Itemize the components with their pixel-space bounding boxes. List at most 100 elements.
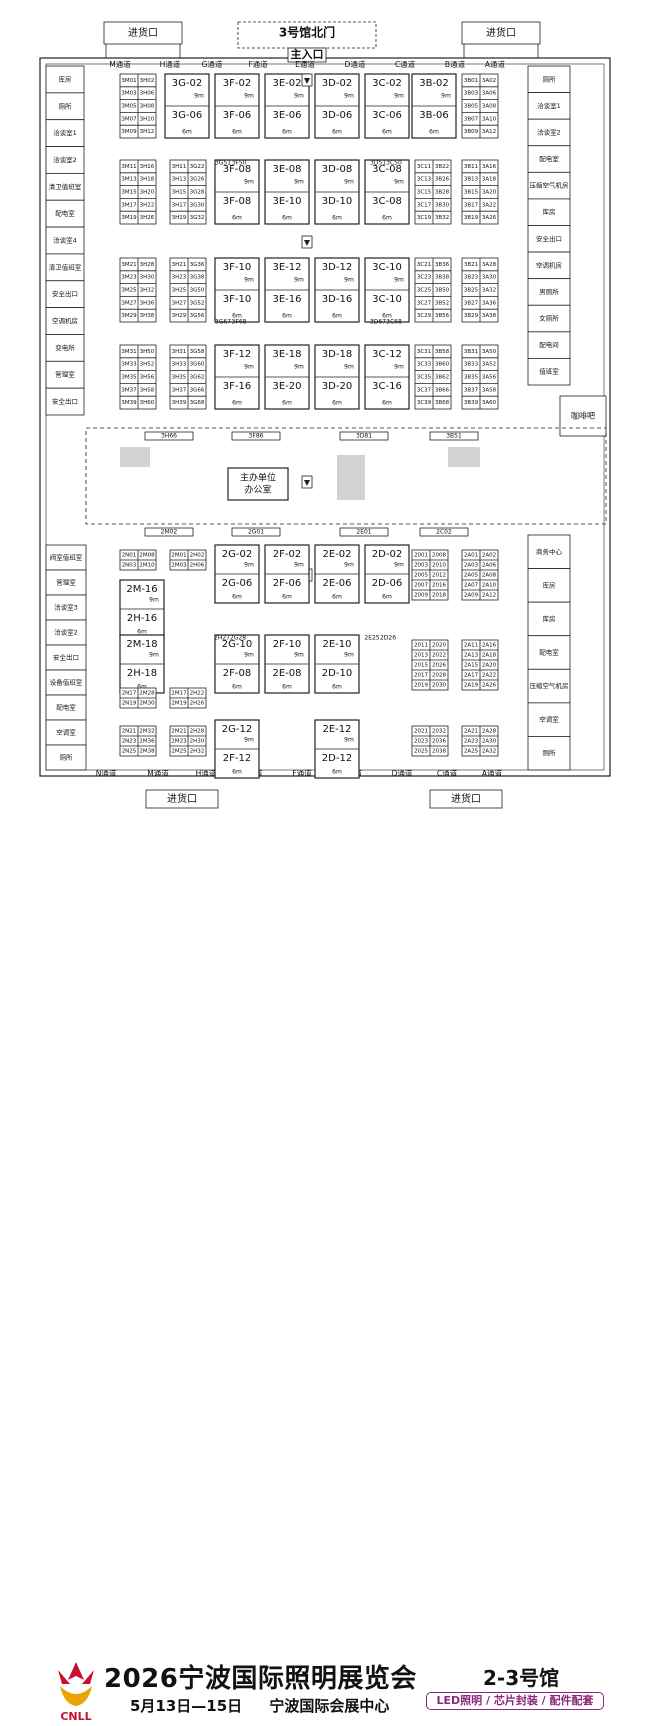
left-room bbox=[45, 334, 85, 362]
booth-code: 3H36 bbox=[140, 300, 155, 306]
block-code: 3D-02 bbox=[322, 78, 352, 89]
right-room bbox=[527, 171, 571, 200]
right-room bbox=[527, 568, 571, 603]
booth-code: 2M38 bbox=[139, 749, 155, 755]
booth-code: 2M17 bbox=[171, 691, 187, 697]
event-title: 2026宁波国际照明展览会 bbox=[104, 1664, 417, 1694]
block-code: 2M-16 bbox=[126, 584, 157, 595]
block-code: 3E-18 bbox=[272, 349, 301, 360]
booth-code: 3H60 bbox=[140, 400, 155, 406]
booth-code: 3A36 bbox=[482, 300, 497, 306]
block-code: 2G-02 bbox=[222, 549, 252, 560]
corridor-label-bottom: M通道 bbox=[147, 768, 169, 778]
center-booth bbox=[144, 527, 194, 537]
booth-code: 2A06 bbox=[482, 563, 497, 569]
booth-code: 3C17 bbox=[417, 202, 432, 208]
dimension-label: 9m bbox=[294, 652, 304, 659]
booth-code: 2A23 bbox=[464, 739, 479, 745]
dimension-label: 6m bbox=[282, 313, 292, 320]
right-room-label: 洽谈室2 bbox=[537, 127, 561, 136]
booth-code: 3B11 bbox=[464, 164, 478, 170]
dimension-label: 9m bbox=[394, 179, 404, 186]
booth-code: 3C27 bbox=[417, 300, 432, 306]
dimension-label: 9m bbox=[244, 652, 254, 659]
block-code: 3D-08 bbox=[322, 164, 352, 175]
right-room-label: 空调室 bbox=[539, 715, 559, 724]
booth-code: 3A28 bbox=[482, 262, 497, 268]
booth-code: 3M15 bbox=[121, 190, 137, 196]
booth-code: 3B09 bbox=[464, 129, 479, 135]
booth-code: 3B56 bbox=[435, 313, 450, 319]
block-code: 3F-08 bbox=[223, 196, 251, 207]
right-room-label: 商务中心 bbox=[536, 547, 563, 556]
dimension-label: 9m bbox=[244, 562, 254, 569]
logo-text: CNLL bbox=[60, 1710, 91, 1723]
left-room-label: 厕所 bbox=[60, 753, 74, 762]
booth-code: 2038 bbox=[432, 749, 446, 755]
right-room-label: 厕所 bbox=[543, 748, 557, 757]
booth-code: 2M30 bbox=[139, 701, 155, 707]
loading-dock-label: 进货口 bbox=[167, 792, 197, 805]
booth-code: 2011 bbox=[414, 643, 428, 649]
center-booth bbox=[231, 431, 281, 441]
booth-code: 3M31 bbox=[121, 349, 136, 355]
left-room-label: 洽谈室3 bbox=[54, 603, 78, 612]
left-room bbox=[45, 594, 87, 621]
booth-code: 3H11 bbox=[172, 164, 187, 170]
booth-code: 3C11 bbox=[417, 164, 431, 170]
booth-code: 3A08 bbox=[482, 104, 497, 110]
dimension-label: 6m bbox=[382, 313, 392, 320]
dimension-label: 9m bbox=[294, 364, 304, 371]
right-room-label: 库房 bbox=[543, 580, 556, 589]
pair-tag: 3C50 bbox=[386, 160, 402, 167]
cnll-logo: CNLL bbox=[58, 1662, 94, 1723]
right-room bbox=[527, 304, 571, 333]
right-room bbox=[527, 358, 571, 386]
block-code: 3E-08 bbox=[272, 164, 301, 175]
block-code: 2D-02 bbox=[372, 549, 402, 560]
left-room bbox=[45, 619, 87, 646]
left-room-label: 库房 bbox=[59, 74, 72, 83]
booth-code: 2008 bbox=[432, 553, 446, 559]
booth-code: 3B39 bbox=[464, 400, 479, 406]
block-code: 3F-10 bbox=[223, 294, 251, 305]
booth-code: 3H17 bbox=[172, 202, 187, 208]
booth-code: 3B27 bbox=[464, 300, 479, 306]
dimension-label: 9m bbox=[149, 652, 159, 659]
dimension-label: 6m bbox=[332, 769, 342, 776]
corridor-label-bottom: H通道 bbox=[196, 768, 217, 778]
booth-code: 3B33 bbox=[464, 362, 479, 368]
booth-code: 3C23 bbox=[417, 275, 432, 281]
booth-code: 2H32 bbox=[190, 749, 205, 755]
block-code: 2G-12 bbox=[222, 724, 252, 735]
booth-code: 2M19 bbox=[171, 701, 187, 707]
booth-code: 3H15 bbox=[172, 190, 187, 196]
left-room-label: 清卫值班室 bbox=[49, 262, 82, 271]
dimension-label: 9m bbox=[394, 562, 404, 569]
booth-code: 3B03 bbox=[464, 91, 479, 97]
booth-code: 3A22 bbox=[482, 202, 496, 208]
booth-code: 3H39 bbox=[172, 400, 187, 406]
block-code: 3C-06 bbox=[372, 110, 402, 121]
left-room bbox=[45, 387, 85, 416]
block-code: 2D-10 bbox=[322, 668, 352, 679]
booth-code: 2N01 bbox=[122, 553, 137, 559]
corridor-label-top: H通道 bbox=[160, 59, 181, 69]
booth-code: 2M08 bbox=[139, 553, 155, 559]
booth-code: 2N19 bbox=[122, 701, 137, 707]
booth-code: 3B35 bbox=[464, 375, 479, 381]
down-arrow-icon bbox=[304, 240, 310, 246]
center-booth-code: 2G01 bbox=[248, 529, 264, 536]
booth-code: 2M25 bbox=[171, 749, 187, 755]
dimension-label: 6m bbox=[232, 769, 242, 776]
right-room-label: 洽谈室1 bbox=[537, 101, 561, 110]
pair-tag: 3F50 bbox=[232, 160, 247, 167]
booth-code: 2A22 bbox=[482, 673, 496, 679]
dimension-label: 9m bbox=[344, 179, 354, 186]
booth-code: 3B62 bbox=[435, 375, 449, 381]
block-code: 3G-02 bbox=[172, 78, 202, 89]
booth-code: 3A38 bbox=[482, 313, 497, 319]
booth-code: 3G26 bbox=[190, 177, 205, 183]
booth-code: 3C29 bbox=[417, 313, 432, 319]
right-room-label: 值班室 bbox=[539, 367, 559, 376]
